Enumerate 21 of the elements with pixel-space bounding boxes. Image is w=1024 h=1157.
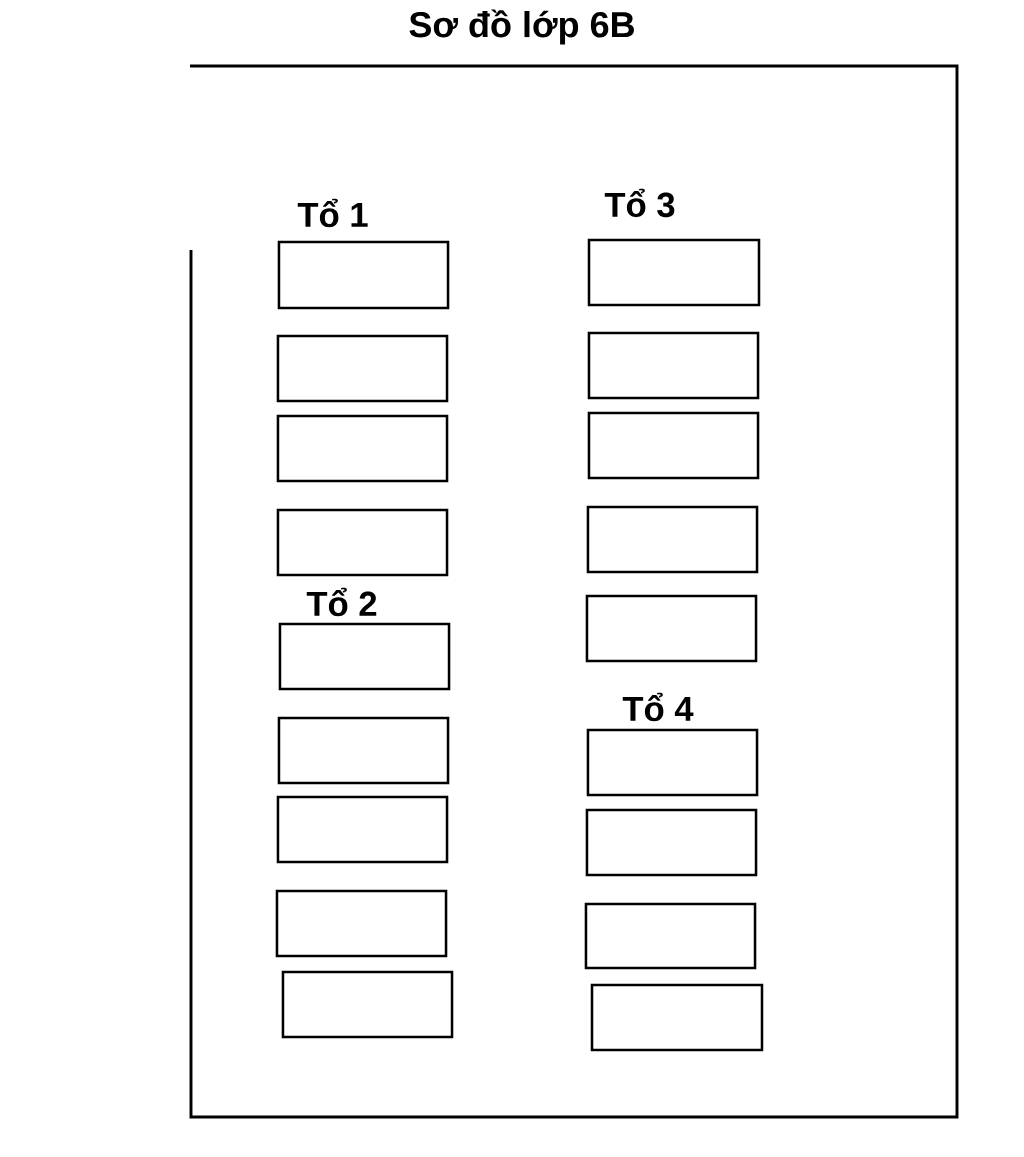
- desk-box: [585, 808, 758, 877]
- desk-box: [586, 505, 759, 574]
- desk-box: [276, 414, 449, 483]
- desk-box: [585, 594, 758, 663]
- desk-box: [275, 889, 448, 958]
- desk-box: [278, 622, 451, 691]
- desk-box: [281, 970, 454, 1039]
- desk-box: [587, 411, 760, 480]
- desk-box: [586, 728, 759, 797]
- desk-box: [277, 716, 450, 785]
- title: Sơ đồ lớp 6B: [409, 9, 634, 45]
- desk-box: [277, 240, 450, 310]
- desk-box: [587, 238, 761, 307]
- desk-box: [587, 331, 760, 400]
- group-label: Tổ 4: [622, 692, 694, 722]
- desk-box: [276, 795, 449, 864]
- desk-box: [590, 983, 764, 1052]
- desk-box: [584, 902, 757, 970]
- desk-box: [276, 334, 449, 403]
- desk-box: [276, 508, 449, 577]
- group-label: Tổ 2: [306, 587, 377, 617]
